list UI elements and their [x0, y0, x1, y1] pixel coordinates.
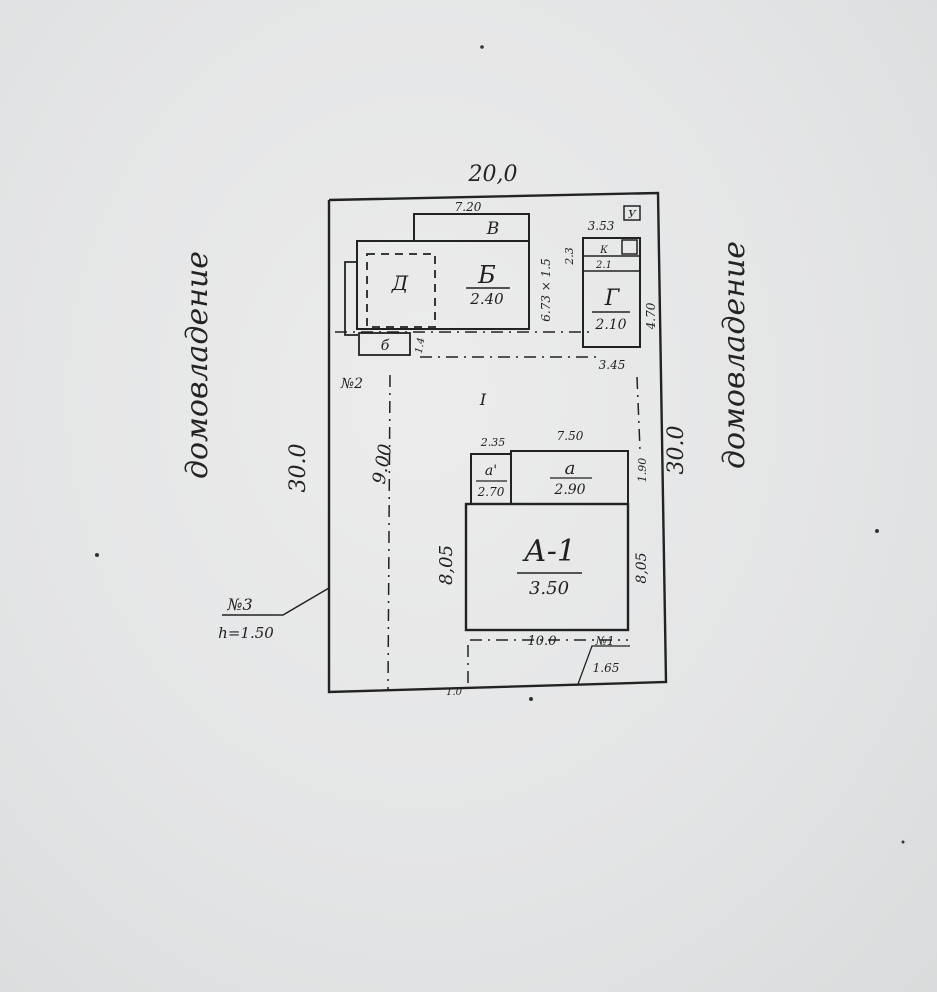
building-g-depth: 4.70: [644, 302, 658, 330]
building-b-dims: 6.73 × 1.5: [539, 258, 553, 322]
building-d-outline: [366, 253, 436, 328]
gate-leader: [577, 645, 630, 685]
drive-width: 9.00: [369, 442, 397, 485]
paper-specks: [95, 45, 905, 844]
right-neighbor-label: домовладение: [717, 241, 752, 469]
left-neighbor-label: домовладение: [180, 251, 215, 479]
building-g-top-width: 3.53: [588, 219, 615, 233]
lot-right-height: 30.0: [664, 426, 689, 475]
small-u-box: [621, 239, 638, 255]
building-v-width: 7.20: [455, 200, 482, 214]
gate-width: 1.65: [593, 661, 620, 675]
shed-b-small-dim: 1.4: [414, 337, 428, 355]
small-k-letter: К: [599, 245, 608, 256]
bottom-dim: 1.0: [446, 687, 463, 698]
annex-a-height: 2.90: [553, 482, 585, 498]
main-house-side: 8,05: [634, 552, 650, 583]
yard-label: I: [479, 390, 487, 409]
lot-top-width: 20,0: [468, 162, 518, 187]
dimension-guides: [335, 331, 641, 691]
shed-b-small-outline: [358, 332, 411, 356]
main-house-height: 3.50: [529, 578, 569, 599]
corner-u-box: [623, 205, 641, 221]
main-house-width: 10.0: [528, 634, 557, 649]
building-b-outline: [356, 240, 530, 330]
lot-boundary: [327, 191, 668, 694]
fence-leader: [222, 587, 330, 616]
building-g-side: 2.3: [563, 247, 576, 266]
main-house-outline: [464, 502, 630, 632]
corner-u-letter: У: [628, 208, 637, 221]
annex-a-depth: 1.90: [636, 458, 649, 483]
lot-left-height: 30.0: [286, 444, 311, 493]
gate-mark: №1: [595, 634, 615, 648]
annex-a1-letter: а': [485, 463, 497, 479]
building-v-outline: [413, 213, 530, 242]
annex-a1-height: 2.70: [477, 485, 505, 499]
main-house-depth: 8,05: [436, 545, 457, 585]
building-g-letter: Г: [604, 286, 621, 311]
building-b-height: 2.40: [469, 290, 504, 308]
building-g-width: 3.45: [599, 358, 626, 372]
annex-a1-width: 2.35: [480, 436, 506, 449]
mark-2: №2: [340, 376, 363, 392]
small-k-value: 2.1: [595, 260, 612, 271]
shed-b-small-letter: б: [381, 338, 390, 354]
main-house-letter: А-1: [522, 534, 576, 569]
annex-a-letter: а: [565, 458, 576, 479]
annex-a-width: 7.50: [557, 429, 584, 443]
building-d-letter: Д: [391, 271, 409, 295]
building-v-letter: В: [486, 219, 500, 239]
building-b-letter: Б: [477, 261, 496, 289]
building-b-extension: [344, 261, 358, 336]
building-g-outline: [582, 237, 641, 348]
fence-height: h=1.50: [218, 624, 274, 642]
building-g-height: 2.10: [594, 317, 626, 333]
fence-mark: №3: [226, 595, 252, 614]
